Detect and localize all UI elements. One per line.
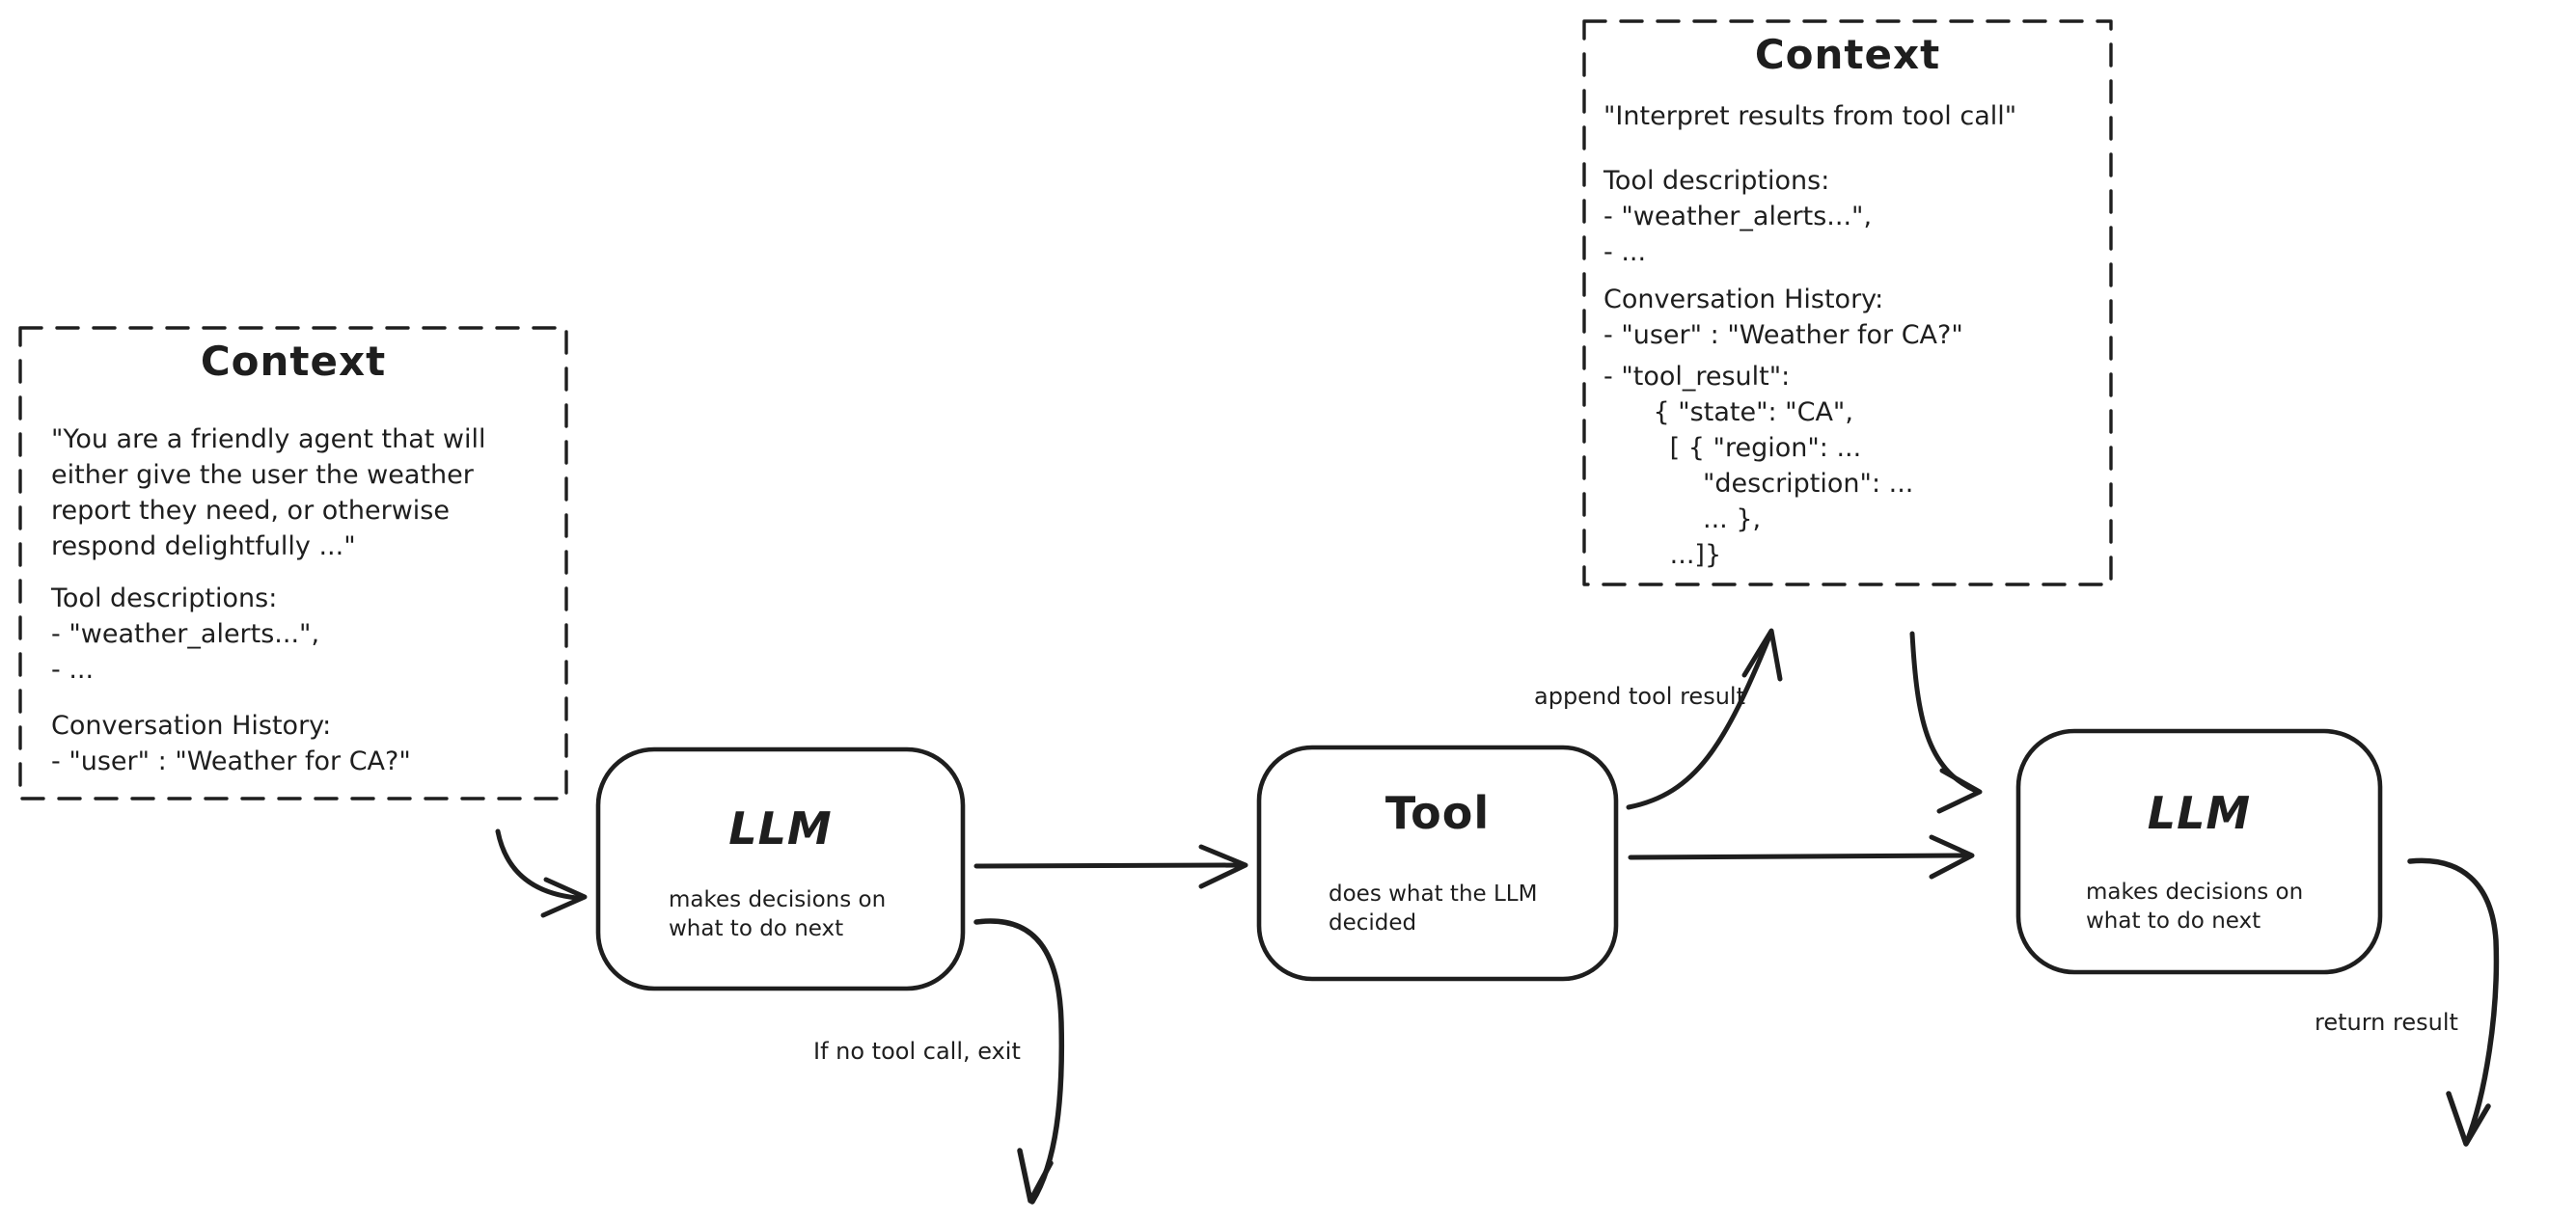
llm-node-2-description: makes decisions on what to do next: [2086, 880, 2304, 934]
exit-condition-label: If no tool call, exit: [813, 1038, 1021, 1065]
tool-description-item: - "weather_alerts...",: [51, 619, 320, 649]
tool-node-description: does what the LLM decided: [1329, 882, 1538, 936]
llm-node-1-description: makes decisions on what to do next: [669, 887, 887, 941]
llm-node-1-border: [595, 746, 966, 991]
edge-context-to-llm2-arrow: [1909, 631, 1983, 814]
edge-tool-to-llm2-arrow: [1628, 834, 1975, 880]
context-box-left-border: [18, 326, 568, 800]
edge-tool-to-context-arrow: [1626, 628, 1783, 810]
conversation-history-heading: Conversation History:: [51, 711, 332, 741]
system-prompt-text: "You are a friendly agent that will eith…: [51, 424, 486, 561]
tool-descriptions-heading: Tool descriptions:: [1603, 166, 1830, 196]
conversation-history-item: - "user" : "Weather for CA?": [51, 746, 411, 776]
edge-llm1-to-tool-arrow: [973, 844, 1248, 889]
append-tool-result-label: append tool result: [1534, 683, 1745, 710]
context-box-right-title: Context: [1754, 31, 1941, 78]
context-box-left-title: Context: [200, 338, 387, 385]
edge-llm2-return-arrow: [2407, 857, 2500, 1147]
tool-node-title: Tool: [1384, 787, 1491, 839]
tool-result-block: - "tool_result": { "state": "CA", [ { "r…: [1603, 362, 1914, 570]
llm-node-2-border: [2015, 728, 2383, 975]
interpret-instruction-text: "Interpret results from tool call": [1603, 101, 2017, 131]
edge-context-to-llm1-arrow: [495, 828, 588, 918]
tool-node-border: [1256, 745, 1619, 982]
return-result-label: return result: [2315, 1009, 2458, 1036]
edge-llm1-exit-arrow: [973, 918, 1065, 1205]
tool-description-item: - ...: [1603, 237, 1647, 267]
llm-node-2-title: LLM: [2147, 787, 2252, 839]
llm-node-1-title: LLM: [728, 802, 833, 855]
conversation-history-item: - "user" : "Weather for CA?": [1603, 320, 1963, 350]
tool-descriptions-heading: Tool descriptions:: [51, 583, 278, 613]
tool-description-item: - ...: [51, 655, 95, 685]
tool-description-item: - "weather_alerts...",: [1603, 202, 1873, 231]
context-box-right-border: [1582, 19, 2113, 586]
conversation-history-heading: Conversation History:: [1603, 285, 1884, 314]
